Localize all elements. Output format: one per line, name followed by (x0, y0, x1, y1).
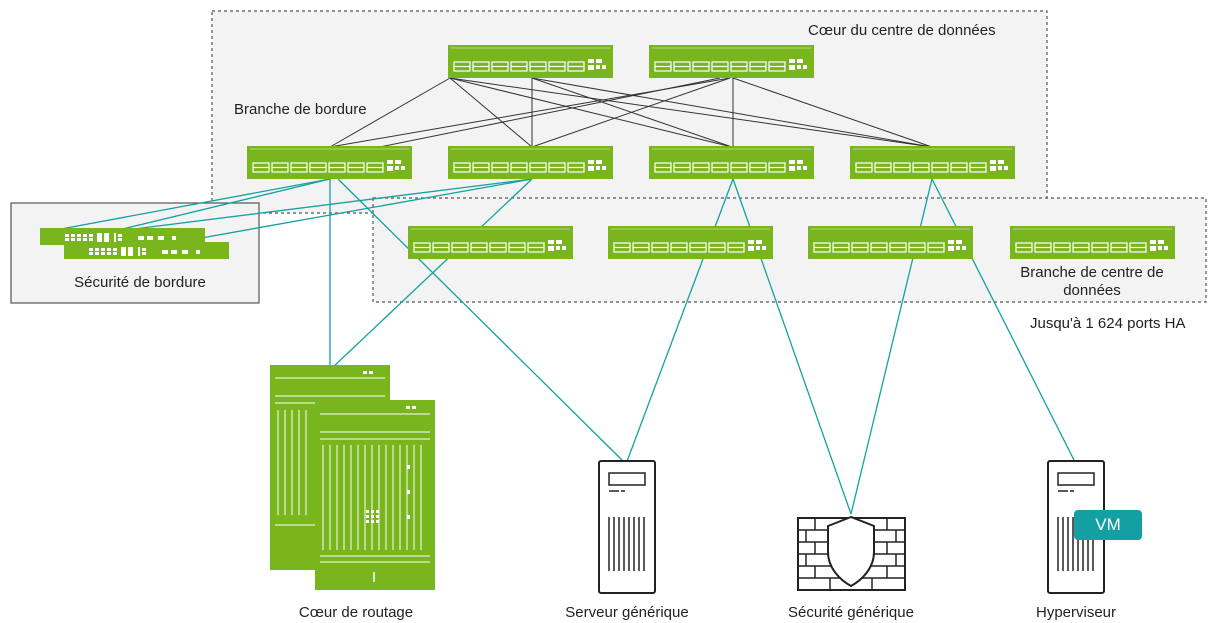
generic-security-label: Sécurité générique (788, 604, 914, 621)
firewall-icon (797, 515, 906, 591)
edge-security-label: Sécurité de bordure (74, 274, 206, 291)
vm-badge (1074, 510, 1142, 540)
dc-branch-label: Branche de centre de données (1020, 264, 1164, 299)
dc-switch-4 (1009, 225, 1176, 260)
edge-firewall-2 (64, 242, 229, 259)
edge-switch-1 (246, 145, 413, 180)
core-zone-overlap (213, 199, 1046, 212)
core-switch-2 (648, 44, 815, 79)
core-switch-1 (447, 44, 614, 79)
edge-switch-4 (849, 145, 1016, 180)
edge-switch-2 (447, 145, 614, 180)
dc-switch-2 (607, 225, 774, 260)
core-mesh-links (329, 77, 933, 148)
ha-ports-label: Jusqu'à 1 624 ports HA (1030, 315, 1186, 332)
edge-switch-3 (648, 145, 815, 180)
vm-badge-label: VM (1095, 515, 1121, 534)
routing-core-label: Cœur de routage (298, 604, 414, 621)
dc-switch-1 (407, 225, 574, 260)
hypervisor-label: Hyperviseur (1035, 604, 1117, 621)
shield-icon (827, 515, 875, 588)
core-zone-label: Cœur du centre de données (808, 22, 996, 39)
generic-server-label: Serveur générique (565, 604, 689, 621)
dc-switch-3 (807, 225, 974, 260)
server-icon (598, 460, 656, 594)
edge-branch-label: Branche de bordure (234, 101, 367, 118)
router-chassis-icon (270, 365, 435, 590)
